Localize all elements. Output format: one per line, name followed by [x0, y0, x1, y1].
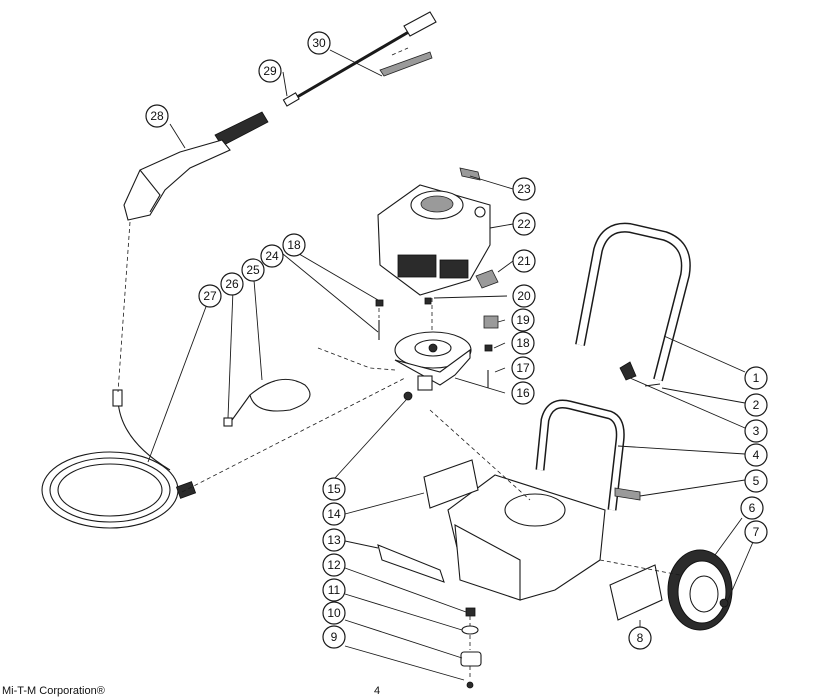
callout-2: 2 — [744, 393, 768, 417]
hardware — [375, 167, 661, 689]
callout-3: 3 — [744, 419, 768, 443]
svg-text:18: 18 — [516, 336, 530, 350]
svg-text:1: 1 — [753, 371, 760, 385]
callout-25: 25 — [241, 258, 265, 282]
callout-20: 20 — [512, 284, 536, 308]
svg-text:24: 24 — [265, 249, 279, 263]
leader-lines — [147, 49, 754, 681]
callout-24: 24 — [260, 244, 284, 268]
callout-27: 27 — [198, 284, 222, 308]
callout-22: 22 — [512, 212, 536, 236]
handle — [575, 222, 691, 382]
callout-26: 26 — [220, 272, 244, 296]
svg-text:5: 5 — [753, 474, 760, 488]
svg-text:15: 15 — [327, 482, 341, 496]
callout-28: 28 — [145, 104, 169, 128]
callout-10: 10 — [322, 601, 346, 625]
svg-text:28: 28 — [150, 109, 164, 123]
callout-11: 11 — [322, 578, 346, 602]
svg-text:17: 17 — [516, 361, 530, 375]
high-pressure-hose — [41, 389, 197, 529]
callout-8: 8 — [628, 626, 652, 650]
svg-text:8: 8 — [637, 631, 644, 645]
svg-text:26: 26 — [225, 277, 239, 291]
svg-text:18: 18 — [287, 238, 301, 252]
copyright-footer: Mi-T-M Corporation® — [2, 685, 105, 697]
callout-15: 15 — [322, 477, 346, 501]
svg-text:16: 16 — [516, 386, 530, 400]
svg-text:7: 7 — [753, 525, 760, 539]
callout-30: 30 — [307, 31, 331, 55]
svg-text:19: 19 — [516, 313, 530, 327]
svg-text:11: 11 — [328, 583, 341, 597]
svg-text:22: 22 — [517, 217, 531, 231]
svg-text:25: 25 — [246, 263, 260, 277]
svg-text:13: 13 — [327, 533, 341, 547]
pump — [394, 331, 472, 391]
callout-23: 23 — [512, 177, 536, 201]
svg-text:12: 12 — [327, 558, 341, 572]
svg-text:27: 27 — [203, 289, 217, 303]
svg-text:14: 14 — [327, 507, 341, 521]
page-number: 4 — [374, 685, 381, 697]
callout-12: 12 — [322, 553, 346, 577]
assembly-lines — [117, 47, 681, 680]
engine — [377, 184, 491, 296]
svg-text:6: 6 — [749, 501, 756, 515]
frame — [447, 399, 625, 601]
callout-1: 1 — [744, 366, 768, 390]
inlet-hose — [223, 378, 311, 427]
svg-text:23: 23 — [517, 182, 531, 196]
callout-17: 17 — [511, 356, 535, 380]
svg-text:30: 30 — [312, 36, 326, 50]
svg-text:21: 21 — [517, 254, 531, 268]
callout-29: 29 — [258, 59, 282, 83]
svg-text:20: 20 — [517, 289, 531, 303]
svg-text:29: 29 — [263, 64, 277, 78]
callout-14: 14 — [322, 502, 346, 526]
callout-18-upper: 18 — [282, 233, 306, 257]
svg-text:9: 9 — [331, 630, 338, 644]
svg-text:10: 10 — [327, 606, 341, 620]
spray-wand — [282, 11, 437, 107]
callout-13: 13 — [322, 528, 346, 552]
spray-gun — [123, 111, 269, 221]
callout-5: 5 — [744, 469, 768, 493]
callout-4: 4 — [744, 443, 768, 467]
decals — [377, 459, 663, 621]
svg-text:2: 2 — [753, 398, 760, 412]
callout-19: 19 — [511, 308, 535, 332]
wheel — [667, 549, 733, 631]
callout-9: 9 — [322, 625, 346, 649]
svg-text:4: 4 — [753, 448, 760, 462]
callout-18-lower: 18 — [511, 331, 535, 355]
callout-6: 6 — [740, 496, 764, 520]
callout-16: 16 — [511, 381, 535, 405]
callout-21: 21 — [512, 249, 536, 273]
callout-7: 7 — [744, 520, 768, 544]
svg-text:3: 3 — [753, 424, 760, 438]
